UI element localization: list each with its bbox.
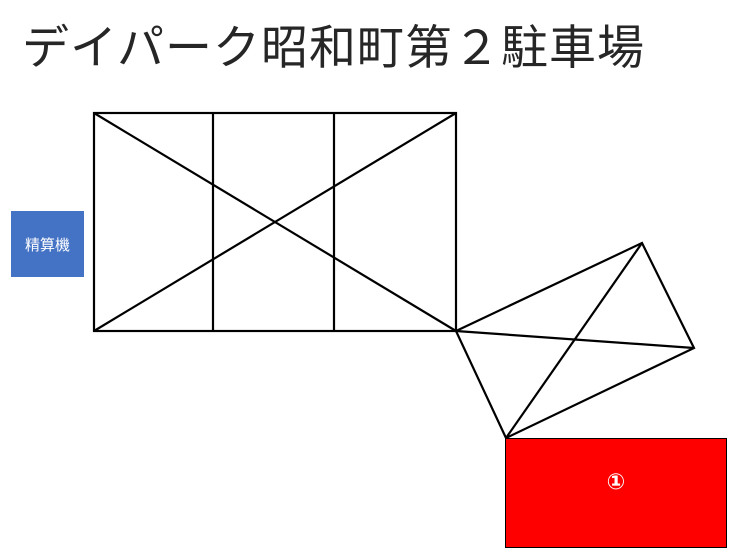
main-block-cross-2	[93, 112, 457, 332]
payment-kiosk-label: 精算機	[24, 235, 70, 254]
parking-space-1-label: ①	[606, 470, 626, 495]
tilted-block-cross-2	[505, 242, 643, 439]
tilted-block	[454, 241, 696, 440]
payment-kiosk: 精算機	[11, 211, 84, 277]
parking-space-1: ①	[505, 438, 727, 548]
main-block-outline	[92, 111, 458, 333]
main-building-block	[92, 111, 458, 333]
page-title: デイパーク昭和町第２駐車場	[22, 21, 646, 76]
